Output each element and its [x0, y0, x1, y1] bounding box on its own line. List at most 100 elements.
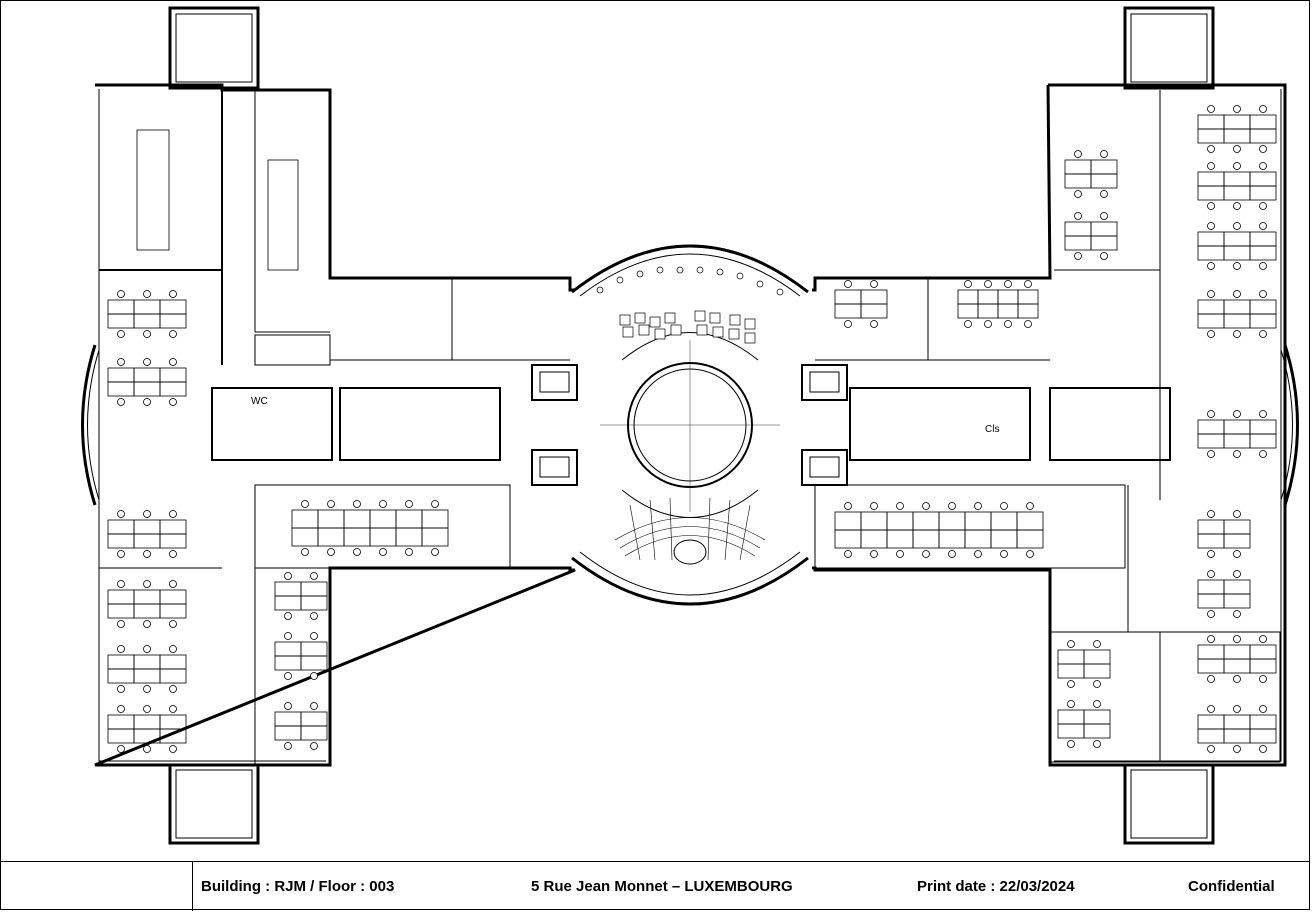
desk: [274, 595, 302, 611]
chair: [284, 702, 292, 710]
desk: [938, 529, 966, 549]
chair: [1207, 745, 1215, 753]
desk: [860, 303, 888, 319]
desk: [964, 529, 992, 549]
chair: [1233, 145, 1241, 153]
lift-right-bottom: [801, 449, 848, 486]
desk: [1197, 299, 1225, 315]
chair: [431, 500, 439, 508]
desk: [860, 289, 888, 305]
chair: [1233, 162, 1241, 170]
desk: [1223, 128, 1251, 144]
chair: [1259, 705, 1267, 713]
chair: [1233, 290, 1241, 298]
desk: [977, 303, 999, 319]
auditorium-chair: [744, 332, 756, 344]
chair: [1259, 635, 1267, 643]
desk: [300, 655, 328, 671]
desk: [912, 529, 940, 549]
desk: [159, 589, 187, 605]
desk: [1249, 245, 1277, 261]
chair: [310, 672, 318, 680]
chair: [169, 645, 177, 653]
chair: [964, 320, 972, 328]
desk: [1064, 221, 1092, 237]
cls-label: Cls: [985, 424, 999, 435]
chair: [1074, 150, 1082, 158]
chair: [1067, 740, 1075, 748]
chair: [284, 672, 292, 680]
chair: [870, 502, 878, 510]
chair: [1233, 222, 1241, 230]
desk: [107, 381, 135, 397]
stool: [696, 266, 704, 274]
chair: [1233, 202, 1241, 210]
chair: [117, 745, 125, 753]
chair: [1259, 162, 1267, 170]
chair: [143, 550, 151, 558]
desk: [1016, 511, 1044, 531]
print-date-label: Print date : 22/03/2024: [917, 878, 1075, 895]
desk: [1223, 519, 1251, 535]
desk: [1090, 221, 1118, 237]
chair: [1207, 222, 1215, 230]
desk: [133, 589, 161, 605]
desk: [1090, 235, 1118, 251]
desk: [369, 509, 397, 529]
stool: [756, 280, 764, 288]
desk: [1197, 128, 1225, 144]
desk: [990, 529, 1018, 549]
desk: [1197, 593, 1225, 609]
chair: [117, 510, 125, 518]
chair: [1207, 105, 1215, 113]
chair: [1100, 212, 1108, 220]
chair: [1024, 320, 1032, 328]
chair: [117, 580, 125, 588]
lift-right-top: [801, 364, 848, 401]
desk: [107, 603, 135, 619]
chair: [143, 330, 151, 338]
chair: [896, 502, 904, 510]
desk: [1223, 245, 1251, 261]
chair: [1233, 410, 1241, 418]
desk: [421, 509, 449, 529]
chair: [1259, 145, 1267, 153]
desk: [133, 714, 161, 730]
chair: [143, 358, 151, 366]
desk: [1057, 709, 1085, 725]
central-stair: [614, 497, 766, 561]
desk: [133, 668, 161, 684]
desk: [1057, 663, 1085, 679]
desk: [317, 527, 345, 547]
desk: [834, 529, 862, 549]
desk: [1197, 533, 1225, 549]
desk: [1249, 185, 1277, 201]
desk: [300, 581, 328, 597]
chair: [1074, 190, 1082, 198]
chair: [1207, 705, 1215, 713]
desk: [1249, 171, 1277, 187]
chair: [284, 742, 292, 750]
chair: [1259, 222, 1267, 230]
chair: [1207, 410, 1215, 418]
desk: [1197, 419, 1225, 435]
desk: [107, 519, 135, 535]
chair: [143, 645, 151, 653]
desk: [1197, 519, 1225, 535]
chair: [1207, 330, 1215, 338]
desk: [1197, 185, 1225, 201]
wc-label: WC: [251, 396, 268, 407]
desk: [834, 511, 862, 531]
desk: [274, 725, 302, 741]
desk: [159, 714, 187, 730]
desk: [1197, 245, 1225, 261]
chair: [1026, 502, 1034, 510]
chair: [143, 398, 151, 406]
desk: [1223, 313, 1251, 329]
desk: [291, 509, 319, 529]
chair: [169, 745, 177, 753]
rotunda-top-arc: [571, 244, 809, 294]
chair: [1259, 330, 1267, 338]
desk: [1197, 579, 1225, 595]
title-block-separator: [192, 862, 193, 911]
